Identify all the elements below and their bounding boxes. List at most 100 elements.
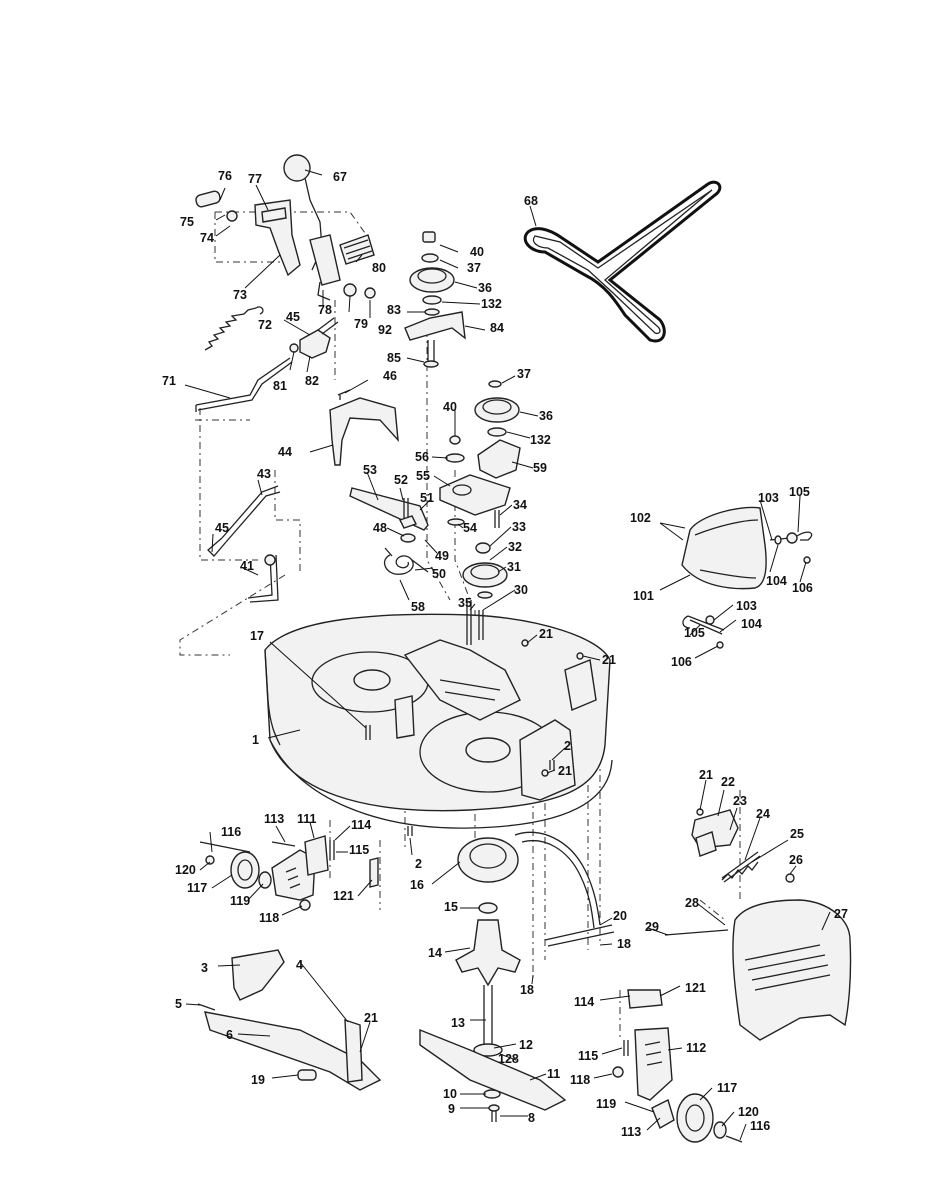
callout-label-40: 54 (463, 521, 477, 535)
hanger-41 (247, 554, 279, 603)
callout-label-33: 59 (533, 461, 547, 475)
callout-label-28: 37 (517, 367, 531, 381)
callout-label-62: 104 (741, 617, 762, 631)
callout-label-56: 103 (758, 491, 779, 505)
callout-label-35: 53 (363, 463, 377, 477)
callout-label-82: 16 (410, 878, 424, 892)
callout-label-6: 80 (372, 261, 386, 275)
callout-label-86: 18 (520, 983, 534, 997)
callout-label-98: 12 (519, 1038, 533, 1052)
callout-label-83: 15 (444, 900, 458, 914)
callout-label-75: 115 (349, 843, 369, 857)
callout-label-37: 51 (420, 491, 434, 505)
callout-label-51: 21 (602, 653, 616, 667)
callout-label-23: 83 (387, 303, 401, 317)
callout-label-27: 68 (524, 194, 538, 208)
callout-label-109: 117 (717, 1081, 737, 1095)
callout-label-47: 35 (458, 596, 472, 610)
callout-label-0: 67 (333, 170, 347, 184)
mower-deck-housing (264, 613, 613, 829)
mower-blade (419, 1028, 567, 1122)
callout-label-80: 121 (333, 889, 354, 903)
spindle-assembly (455, 837, 521, 1057)
callout-label-17: 43 (257, 467, 271, 481)
callout-label-97: 13 (451, 1016, 465, 1030)
callout-label-104: 114 (574, 995, 594, 1009)
deck-baffle (514, 831, 615, 947)
callout-label-94: 6 (226, 1028, 233, 1042)
callout-label-65: 21 (699, 768, 713, 782)
callout-label-50: 17 (250, 629, 264, 643)
callout-label-32: 56 (415, 450, 429, 464)
callout-label-3: 75 (180, 215, 194, 229)
callout-label-1: 76 (218, 169, 232, 183)
rear-chute-assembly (664, 809, 852, 1041)
callout-label-93: 5 (175, 997, 182, 1011)
callout-label-89: 29 (645, 920, 659, 934)
callout-leader-lines (184, 169, 831, 1141)
callout-label-100: 11 (547, 1067, 560, 1081)
callout-label-53: 2 (564, 739, 571, 753)
callout-label-111: 120 (738, 1105, 759, 1119)
callout-label-85: 20 (613, 909, 627, 923)
callout-label-52: 1 (252, 733, 259, 747)
callout-label-25: 84 (490, 321, 504, 335)
idler-pulley-stack-lower (439, 380, 521, 645)
callout-label-38: 34 (513, 498, 527, 512)
callout-label-113: 116 (750, 1119, 770, 1133)
callout-label-22: 36 (478, 281, 492, 295)
callout-label-30: 36 (539, 409, 553, 423)
callout-label-46: 58 (411, 600, 425, 614)
callout-label-2: 77 (248, 172, 262, 186)
callout-label-78: 119 (230, 894, 250, 908)
right-gauge-wheel-assembly (612, 989, 743, 1143)
callout-label-71: 116 (221, 825, 241, 839)
lift-spring (204, 306, 264, 351)
callout-label-84: 14 (428, 946, 442, 960)
callout-label-48: 30 (514, 583, 528, 597)
callout-label-19: 41 (240, 559, 254, 573)
callout-label-20: 40 (470, 245, 484, 259)
callout-label-29: 40 (443, 400, 457, 414)
callout-label-95: 21 (364, 1011, 378, 1025)
callout-label-79: 118 (259, 911, 279, 925)
callout-label-14: 71 (162, 374, 176, 388)
callout-label-13: 82 (305, 374, 319, 388)
callout-label-77: 117 (187, 881, 207, 895)
callout-label-81: 2 (415, 857, 422, 871)
callout-label-34: 55 (416, 469, 430, 483)
callout-label-92: 4 (296, 958, 303, 972)
callout-label-21: 37 (467, 261, 481, 275)
callout-label-60: 101 (633, 589, 654, 603)
callout-label-7: 78 (318, 303, 332, 317)
idler-arm-assembly (349, 487, 429, 575)
callout-label-63: 105 (684, 626, 705, 640)
lift-rod (195, 357, 293, 412)
callout-label-96: 19 (251, 1073, 265, 1087)
callout-label-42: 49 (435, 549, 449, 563)
callout-label-59: 106 (792, 581, 813, 595)
callout-label-36: 52 (394, 473, 408, 487)
callout-label-88: 28 (685, 896, 699, 910)
callout-label-26: 85 (387, 351, 401, 365)
callout-label-18: 45 (215, 521, 229, 535)
callout-label-31: 132 (530, 433, 551, 447)
callout-label-57: 105 (789, 485, 810, 499)
callout-label-49: 21 (539, 627, 553, 641)
drive-belt (523, 180, 722, 343)
callout-label-44: 50 (432, 567, 446, 581)
callout-label-90: 27 (834, 907, 848, 921)
callout-label-67: 23 (733, 794, 747, 808)
callout-label-102: 9 (448, 1102, 455, 1116)
callout-label-61: 103 (736, 599, 757, 613)
callout-label-99: 128 (498, 1052, 519, 1066)
callout-label-110: 119 (596, 1097, 616, 1111)
callout-label-105: 121 (685, 981, 706, 995)
callout-label-5: 73 (233, 288, 247, 302)
front-hanger-brackets (197, 949, 382, 1091)
callout-label-54: 21 (558, 764, 572, 778)
callout-label-10: 72 (258, 318, 272, 332)
callout-label-24: 132 (481, 297, 502, 311)
